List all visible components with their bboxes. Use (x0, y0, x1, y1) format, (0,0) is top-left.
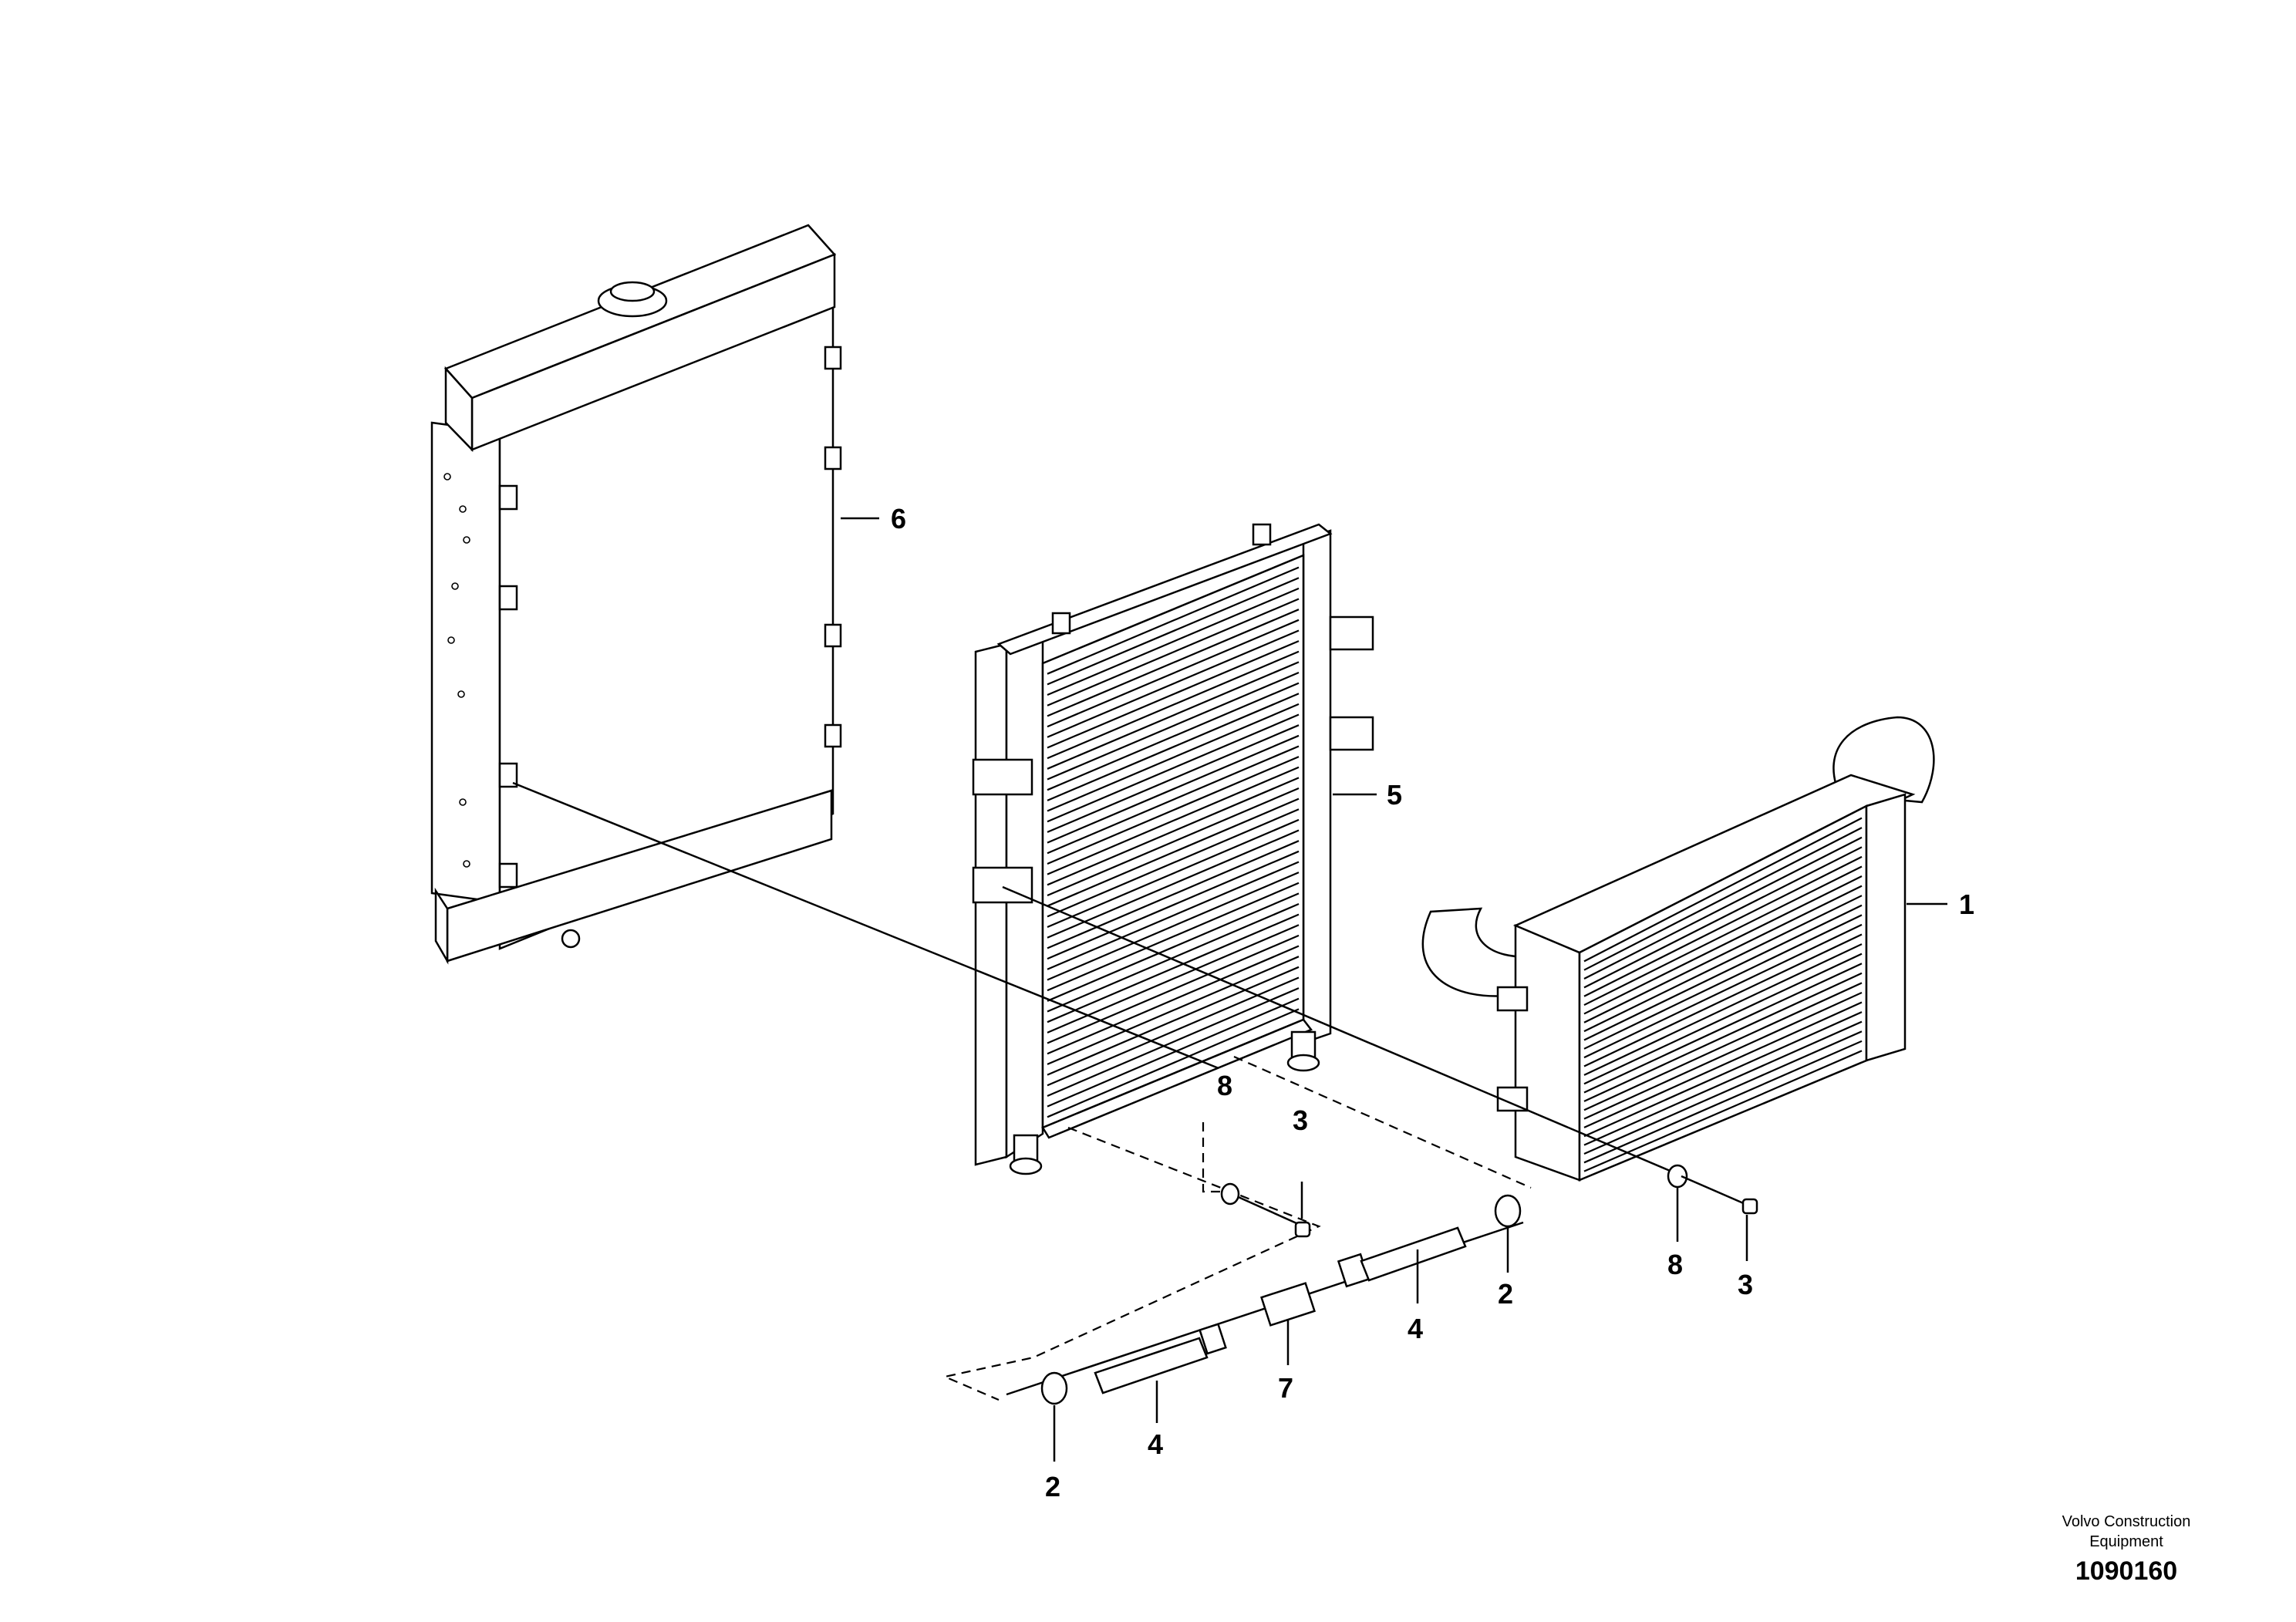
callout-1: 1 (1959, 889, 1974, 920)
publisher-credit: Volvo Construction Equipment 1090160 (2011, 1512, 2242, 1587)
credit-line-2: Equipment (2089, 1533, 2163, 1550)
charge-air-cooler-part-1 (1421, 716, 1947, 1182)
radiator-part-6 (430, 224, 879, 965)
assembly-lines (512, 781, 1674, 1401)
cooler-fins (1583, 817, 1863, 1172)
callout-2-upper: 2 (1498, 1278, 1513, 1310)
callout-3-middle: 3 (1293, 1104, 1308, 1136)
callout-8-right: 8 (1667, 1249, 1683, 1280)
condenser-fins (1047, 566, 1300, 1118)
callout-4-lower: 4 (1148, 1428, 1163, 1460)
callout-3-right: 3 (1738, 1269, 1753, 1300)
illustration-number: 1090160 (2075, 1556, 2178, 1586)
callout-2-lower: 2 (1045, 1471, 1060, 1502)
condenser-part-5 (972, 523, 1377, 1175)
callout-8-middle: 8 (1217, 1070, 1232, 1101)
callout-4-upper: 4 (1408, 1313, 1423, 1344)
fasteners-and-hoses (1006, 1164, 1758, 1462)
callout-6: 6 (891, 503, 906, 534)
credit-line-1: Volvo Construction (2062, 1513, 2191, 1530)
callout-7: 7 (1278, 1372, 1293, 1404)
callout-5: 5 (1387, 779, 1402, 811)
callout-labels: 1 6 5 8 3 8 3 2 4 7 4 2 (891, 503, 1974, 1502)
